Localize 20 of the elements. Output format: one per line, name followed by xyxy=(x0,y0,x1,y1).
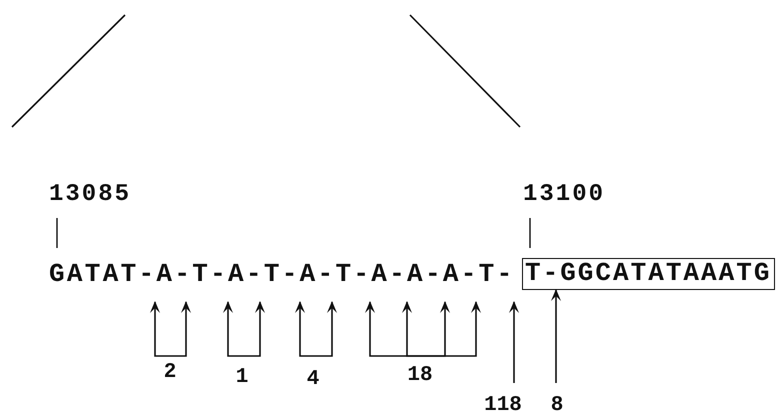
count-label: 118 xyxy=(484,394,522,417)
count-label: 8 xyxy=(550,394,564,417)
arrow xyxy=(509,301,519,383)
arrow xyxy=(313,301,337,357)
count-label: 4 xyxy=(306,368,320,392)
arrow xyxy=(420,301,481,357)
boxed-dna-sequence: T-GGCATATAAATG xyxy=(522,258,775,290)
count-label: 18 xyxy=(407,364,433,388)
arrow xyxy=(242,301,265,357)
position-number: 13100 xyxy=(523,183,606,207)
arrow xyxy=(295,301,313,357)
arrow xyxy=(223,301,242,357)
dna-sequence: GATAT-A-T-A-T-A-T-A-A-A-T- xyxy=(49,258,514,302)
arrow xyxy=(150,301,170,357)
count-label: 1 xyxy=(236,366,248,390)
position-number: 13085 xyxy=(49,183,132,207)
count-label: 2 xyxy=(164,361,176,385)
arrow xyxy=(402,301,420,357)
arrow xyxy=(551,289,561,383)
arrow xyxy=(170,301,191,357)
